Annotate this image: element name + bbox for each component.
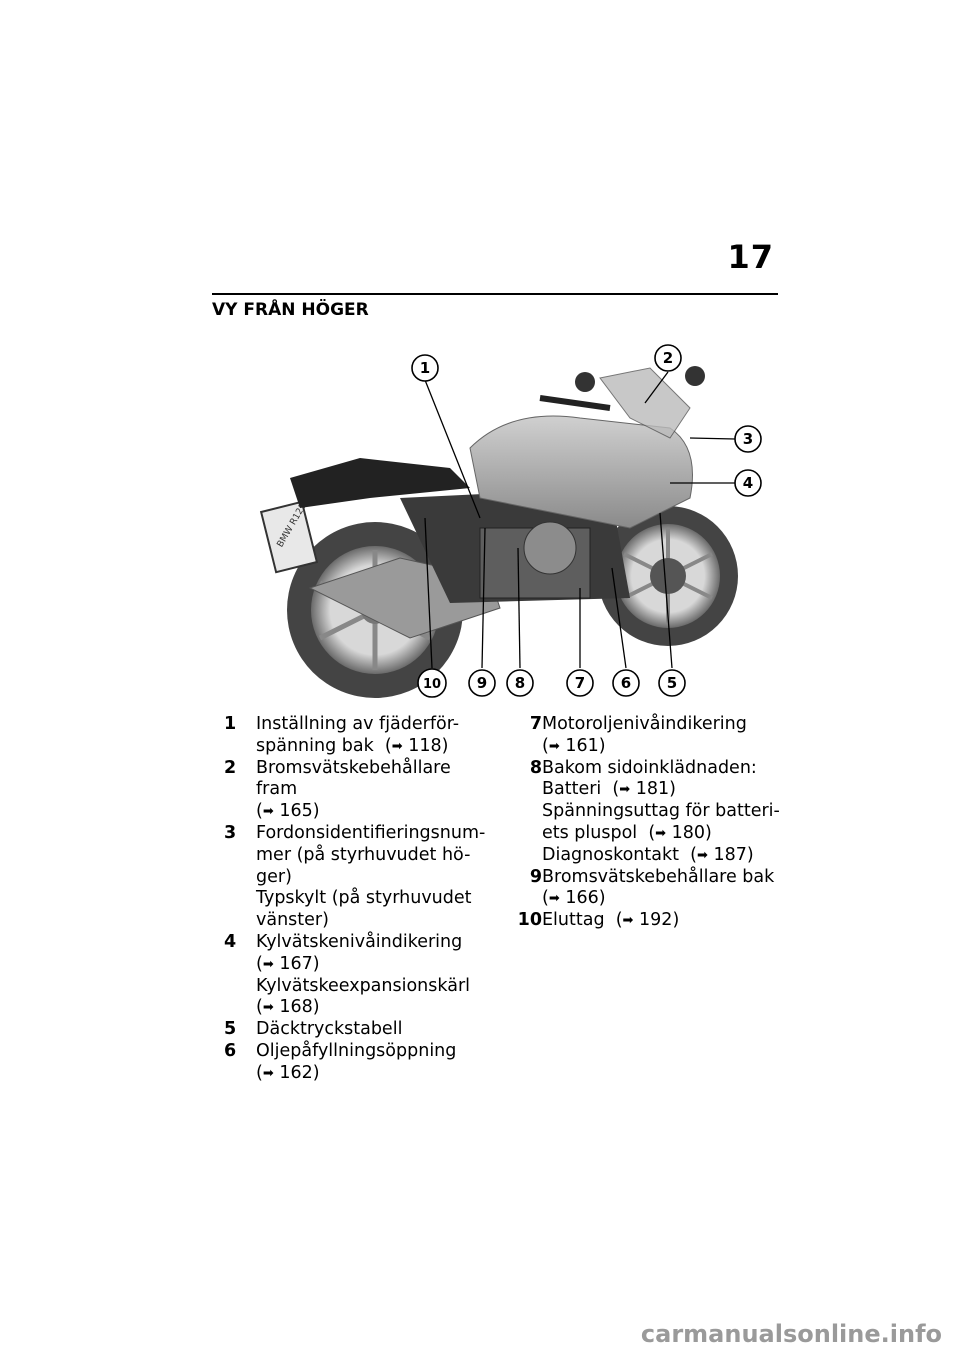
callout-4-label: 4 (743, 474, 753, 492)
legend-number: 10 (517, 910, 542, 931)
legend-item-2: 2 Bromsvätskebehållare fram (➡ 165) (224, 758, 490, 823)
callout-2 (654, 344, 682, 372)
callout-1-label: 1 (420, 359, 430, 377)
callout-9-label: 9 (477, 674, 487, 692)
arrow-right-icon: ➡ (619, 782, 631, 798)
header-rule (212, 293, 778, 295)
callout-5-label: 5 (667, 674, 677, 692)
callout-6-label: 6 (621, 674, 631, 692)
legend-number: 9 (529, 866, 542, 887)
callout-7-label: 7 (575, 674, 585, 692)
rear-seat (290, 458, 470, 508)
legend-text: ets pluspol (542, 822, 638, 843)
legend-number: 8 (529, 757, 542, 778)
legend-text: Batteri (542, 779, 602, 800)
legend-text: Oljepåfyllningsöppning (256, 1040, 457, 1061)
legend-item-3: 3 Fordonsidentifieringsnum- mer (på styr… (224, 823, 490, 932)
legend-text: Kylvätskenivåindikering (256, 931, 463, 952)
arrow-right-icon: ➡ (262, 804, 274, 820)
arrow-right-icon: ➡ (696, 847, 708, 863)
page-ref[interactable]: 118 (408, 735, 442, 756)
legend-number: 5 (224, 1019, 237, 1040)
callout-7 (566, 669, 594, 697)
arrow-right-icon: ➡ (622, 913, 634, 929)
legend-item-5: 5 Däcktryckstabell (224, 1019, 490, 1041)
page-number: 17 (727, 238, 774, 276)
legend-number: 1 (224, 714, 237, 734)
legend-text: mer (på styrhuvudet hö- (256, 844, 471, 865)
page-ref[interactable]: 167 (279, 953, 313, 974)
legend-text: Fordonsidentifieringsnum- (256, 822, 486, 843)
page-ref[interactable]: 161 (565, 735, 599, 756)
legend-number: 6 (224, 1040, 237, 1061)
page-ref[interactable]: 166 (565, 888, 599, 909)
legend-text: Spänningsuttag för batteri- (542, 801, 780, 822)
page-ref[interactable]: 192 (639, 910, 673, 931)
legend-text: Kylvätskeexpansionskärl (256, 975, 470, 996)
page-ref[interactable]: 162 (279, 1062, 313, 1083)
motorcycle-figure: BMW R1250RS (250, 338, 770, 708)
legend-text: spänning bak (256, 735, 374, 756)
page-ref[interactable]: 168 (279, 997, 313, 1018)
callout-10 (417, 668, 447, 698)
legend-text: Typskylt (på styrhuvudet (256, 888, 472, 909)
arrow-right-icon: ➡ (391, 738, 403, 754)
right-mirror (685, 366, 705, 386)
arrow-right-icon: ➡ (548, 738, 560, 754)
legend-number: 3 (224, 822, 237, 843)
callout-3 (734, 425, 762, 453)
legend-text: Eluttag (542, 910, 605, 931)
legend-number: 4 (224, 931, 237, 952)
legend-text: Däcktryckstabell (256, 1019, 403, 1040)
callout-9 (468, 669, 496, 697)
left-mirror (575, 372, 595, 392)
section-title: VY FRÅN HÖGER (212, 300, 369, 320)
callout-5 (658, 669, 686, 697)
legend-item-1: 1 Inställning av fjäderför- spänning bak… (224, 714, 490, 758)
legend-text: vänster) (256, 910, 329, 931)
legend-text: Motoroljenivåindikering (542, 714, 747, 734)
license-plate (259, 500, 319, 574)
arrow-right-icon: ➡ (262, 1065, 274, 1081)
arrow-right-icon: ➡ (262, 956, 274, 972)
legend-number: 2 (224, 757, 237, 778)
callout-10-label: 10 (423, 677, 441, 692)
legend-item-6: 6 Oljepåfyllningsöppning (➡ 162) (224, 1041, 490, 1085)
callout-4 (734, 469, 762, 497)
legend-item-4: 4 Kylvätskenivåindikering (➡ 167) Kylvät… (224, 932, 490, 1019)
legend-number: 7 (529, 714, 542, 734)
legend-text: Bromsvätskebehållare bak (542, 866, 775, 887)
page-ref[interactable]: 187 (713, 844, 747, 865)
legend-text: Bromsvätskebehållare fram (256, 757, 451, 800)
legend-item-7: 7 Motoroljenivåindikering (➡ 161) (510, 714, 780, 758)
motorcycle-illustration: BMW R1250RS (259, 344, 762, 698)
arrow-right-icon: ➡ (262, 1000, 274, 1016)
page-ref[interactable]: 180 (671, 822, 706, 843)
callout-1 (411, 354, 439, 382)
arrow-right-icon: ➡ (655, 825, 667, 841)
legend-item-8: 8 Bakom sidoinklädnaden: Batteri (➡ 181)… (510, 758, 780, 867)
callout-2-label: 2 (663, 349, 673, 367)
arrow-right-icon: ➡ (548, 891, 560, 907)
handlebar (539, 395, 611, 411)
page-ref[interactable]: 181 (635, 779, 670, 800)
callout-6 (612, 669, 640, 697)
legend-text: Inställning av fjäderför- (256, 714, 460, 734)
legend-item-9: 9 Bromsvätskebehållare bak (➡ 166) (510, 867, 780, 911)
callout-8-label: 8 (515, 674, 525, 692)
legend-text: ger) (256, 866, 292, 887)
callout-8 (506, 669, 534, 697)
legend-text: Bakom sidoinklädnaden: (542, 757, 757, 778)
legend-left: 1 Inställning av fjäderför- spänning bak… (224, 714, 490, 1085)
watermark: carmanualsonline.info (640, 1320, 942, 1348)
legend-text: Diagnoskontakt (542, 844, 679, 865)
legend-right: 7 Motoroljenivåindikering (➡ 161) 8 Bako… (510, 714, 780, 932)
cylinder-head (523, 521, 577, 575)
legend-item-10: 10 Eluttag (➡ 192) (510, 910, 780, 932)
page-ref[interactable]: 165 (279, 801, 313, 822)
callout-3-label: 3 (743, 430, 753, 448)
